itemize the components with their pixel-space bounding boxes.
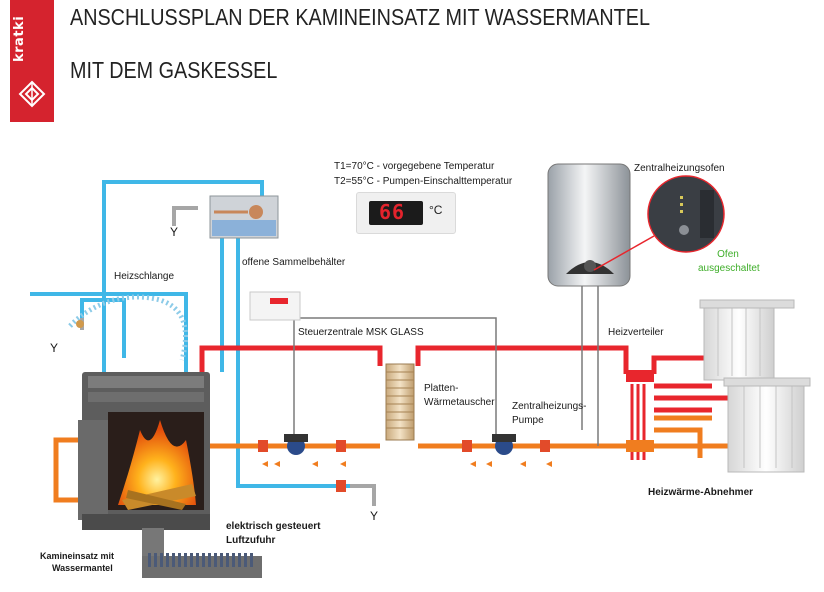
fireplace-insert xyxy=(78,372,210,530)
y-label-tank: Y xyxy=(170,225,179,239)
logo-mark-icon xyxy=(18,80,46,108)
valves xyxy=(258,440,550,492)
distributor-label: Heizverteiler xyxy=(608,327,664,338)
gas-boiler xyxy=(547,163,631,287)
expansion-tank xyxy=(209,195,279,239)
temperature-value: 66 xyxy=(379,200,406,224)
radiator-upper xyxy=(699,299,795,381)
boiler-label: Zentralheizungsofen xyxy=(634,163,725,174)
boiler-control-zoom xyxy=(593,175,725,271)
insert-label-2: Wassermantel xyxy=(52,563,113,573)
t1-label: T1=70°C - vorgegebene Temperatur xyxy=(334,161,495,172)
flow-arrows xyxy=(262,461,552,467)
page-title-line2: MIT DEM GASKESSEL xyxy=(70,57,278,83)
temperature-display: 66 °C xyxy=(356,192,456,234)
page-title-line1: ANSCHLUSSPLAN DER KAMINEINSATZ MIT WASSE… xyxy=(70,4,650,30)
plate-exchanger-label-1: Platten- xyxy=(424,383,459,394)
radiator-lower xyxy=(723,377,811,473)
insert-label-1: Kamineinsatz mit xyxy=(40,551,115,561)
plate-exchanger-label-2: Wärmetauscher xyxy=(424,397,495,408)
pump-central xyxy=(492,434,516,455)
central-pump-label-2: Pumpe xyxy=(512,415,544,426)
heat-consumer-label: Heizwärme-Abnehmer xyxy=(648,487,754,498)
heating-coil xyxy=(68,294,188,361)
control-unit-label: Steuerzentrale MSK GLASS xyxy=(298,327,424,338)
plate-heat-exchanger xyxy=(385,363,415,441)
coil-valve-icon xyxy=(76,320,84,328)
kratki-logo: kratki xyxy=(10,0,54,122)
air-supply-label-2: Luftzufuhr xyxy=(226,535,276,546)
boiler-off-label-2: ausgeschaltet xyxy=(698,263,760,274)
collection-tank-label: offene Sammelbehälter xyxy=(242,257,346,268)
control-wires xyxy=(293,282,599,446)
air-supply-pipe xyxy=(142,528,262,578)
pump-primary xyxy=(284,434,308,455)
central-pump-label-1: Zentralheizungs- xyxy=(512,401,587,412)
control-unit xyxy=(249,291,301,321)
heat-distributor xyxy=(626,370,654,452)
y-label-coil: Y xyxy=(50,341,59,355)
temperature-screen xyxy=(369,201,423,225)
heating-coil-label: Heizschlange xyxy=(114,271,175,282)
t2-label: T2=55°C - Pumpen-Einschalttemperatur xyxy=(334,176,513,187)
temperature-unit: °C xyxy=(429,203,443,217)
air-supply-label-1: elektrisch gesteuert xyxy=(226,521,321,532)
y-label-outlet: Y xyxy=(370,509,379,523)
boiler-off-label-1: Ofen xyxy=(717,249,739,260)
